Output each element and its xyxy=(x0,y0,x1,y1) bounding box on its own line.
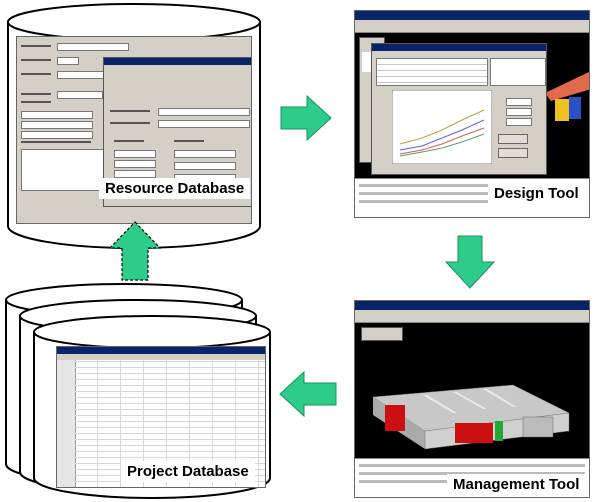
management-mini-dialog xyxy=(361,327,403,341)
arrow-up-dashed-icon xyxy=(108,221,162,281)
arrow-left-icon xyxy=(279,370,337,418)
house-model-icon xyxy=(545,71,589,121)
management-tool-label: Management Tool xyxy=(447,474,586,495)
design-tool-label: Design Tool xyxy=(488,183,585,204)
arrow-right-icon xyxy=(280,94,332,142)
arrow-down-icon xyxy=(444,235,496,289)
cost-chart-icon xyxy=(392,90,492,164)
design-tool-screenshot xyxy=(354,10,590,218)
building-model-icon xyxy=(372,384,570,450)
design-dialog xyxy=(371,43,547,175)
resource-database-label: Resource Database xyxy=(99,178,251,199)
project-database-label: Project Database xyxy=(121,461,255,482)
management-tool-screenshot xyxy=(354,300,590,498)
